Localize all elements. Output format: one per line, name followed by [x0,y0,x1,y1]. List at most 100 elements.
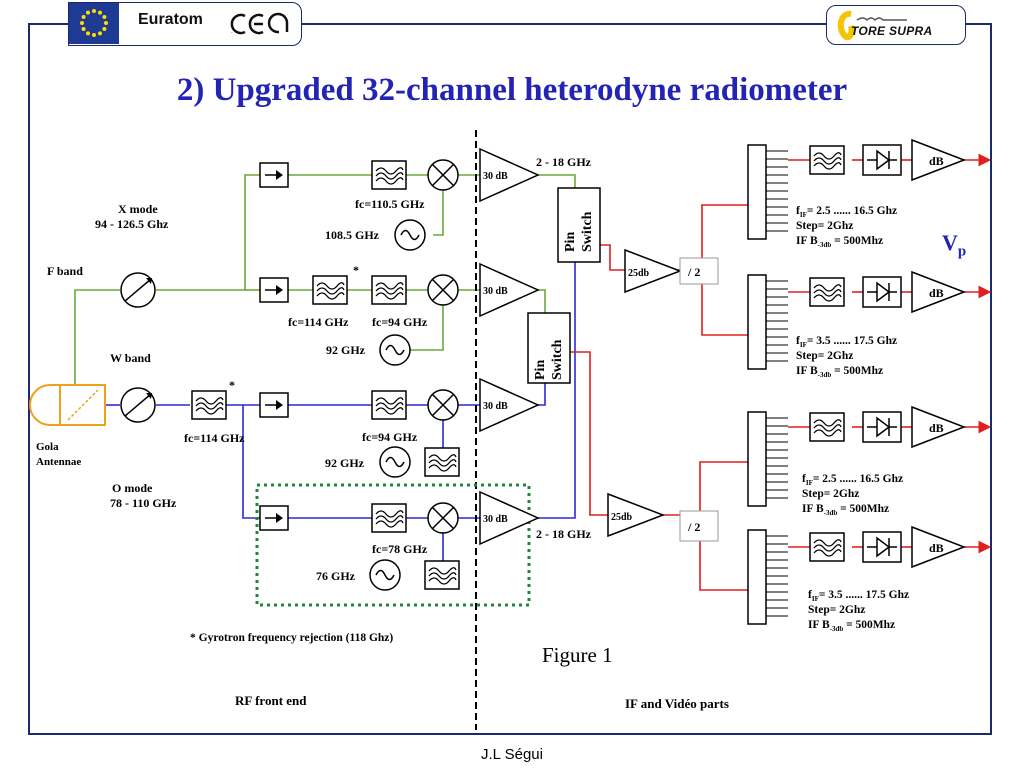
frame-bottom-line [28,733,992,735]
fc-78-label: fc=78 GHz [372,542,428,556]
lo-108-5-label: 108.5 GHz [325,228,380,242]
oscillator-icon [369,559,401,591]
header-logos-left: Euratom cea [68,2,302,46]
eu-flag-icon [69,3,119,44]
diode-detector-icon [862,411,902,443]
filter-icon [809,145,845,175]
fc-114-bottom-label: fc=114 GHz [184,431,245,445]
asterisk-bottom: * [229,378,235,392]
divider-bottom: / 2 [679,510,719,542]
if-bandwidth-label: IF B-3db = 500Mhz [808,619,895,633]
fc-94-bottom-label: fc=94 GHz [362,430,418,444]
footer-author: J.L Ségui [481,746,543,763]
frame-right-line [990,23,992,734]
vp-label: Vp [942,230,967,260]
figure-caption: Figure 1 [542,643,613,667]
isolator-icon [259,505,289,531]
cea-logo-icon: cea [230,12,289,35]
attenuator-icon [120,387,156,423]
lo-92-top-label: 92 GHz [326,343,366,357]
diode-detector-icon [862,531,902,563]
oscillator-icon [394,219,426,251]
gola-antenna-label: Gola [36,441,59,453]
filter-icon [371,503,407,533]
divider-top: / 2 [679,257,719,285]
filter-icon [809,412,845,442]
asterisk-top: * [353,263,359,277]
svg-text:/ 2: / 2 [687,520,700,534]
green-signal-paths [74,174,576,385]
tore-supra-label: TORE SUPRA [851,24,933,38]
slide-title: 2) Upgraded 32-channel heterodyne radiom… [176,72,848,108]
pin-switch-top: Pin Switch [557,187,601,263]
filter-icon [424,560,460,590]
amp-30db-label: 30 dB [483,401,508,412]
db-label: dB [929,154,944,168]
amp-30db-label: 30 dB [483,514,508,525]
frame-left-line [28,23,30,734]
band-2-18-top-label: 2 - 18 GHz [536,155,592,169]
gola-antenna-icon [29,384,106,426]
if-step-label: Step= 2Ghz [808,604,865,616]
band-2-18-bottom-label: 2 - 18 GHz [536,527,592,541]
filter-icon [312,275,348,305]
frame-top-left-line [28,23,68,25]
red-signal-paths [570,153,992,591]
svg-text:Switch: Switch [580,211,595,252]
frame-top-middle-line [302,23,826,25]
mixer-icon [427,159,459,191]
upgrade-highlight-box [255,483,531,607]
amp-30db-label: 30 dB [483,171,508,182]
isolator-icon [259,392,289,418]
filter-icon [371,275,407,305]
mixer-icon [427,502,459,534]
svg-text:25db: 25db [611,512,633,523]
if-bandwidth-label: IF B-3db = 500Mhz [802,503,889,517]
amplifier-25db-bottom: 25db [607,492,666,538]
svg-text:25db: 25db [628,268,650,279]
header-logo-right: TORE SUPRA [826,5,966,45]
filter-icon [809,277,845,307]
filter-bank-icon [747,529,789,625]
f-band-label: F band [47,264,83,278]
isolator-icon [259,162,289,188]
lo-76-label: 76 GHz [316,569,356,583]
if-frequency-label: fIF= 3.5 ...... 17.5 Ghz [808,589,909,603]
if-video-label: IF and Vidéo parts [625,696,729,711]
fc-94-top-label: fc=94 GHz [372,315,428,329]
mixer-icon [427,389,459,421]
if-step-label: Step= 2Ghz [796,350,853,362]
gola-antenna-label: Antennae [36,456,81,468]
tore-supra-logo-icon [837,10,855,41]
oscillator-icon [379,334,411,366]
w-band-label: W band [110,351,151,365]
filter-icon [191,390,227,420]
gyrotron-note: * Gyrotron frequency rejection (118 Ghz) [190,632,393,644]
diode-detector-icon [862,276,902,308]
if-frequency-label: fIF= 2.5 ...... 16.5 Ghz [796,205,897,219]
filter-icon [371,390,407,420]
x-mode-label: X mode [118,202,158,216]
amp-30db-label: 30 dB [483,286,508,297]
svg-text:Switch: Switch [550,339,565,380]
diode-detector-icon [862,144,902,176]
filter-icon [809,532,845,562]
x-mode-range-label: 94 - 126.5 Ghz [95,217,169,231]
db-label: dB [929,286,944,300]
filter-bank-icon [747,274,789,370]
svg-text:Pin: Pin [533,360,548,380]
fc-110-5-label: fc=110.5 GHz [355,197,425,211]
if-frequency-label: fIF= 3.5 ...... 17.5 Ghz [796,335,897,349]
pin-switch-bottom: Pin Switch [527,312,571,384]
if-frequency-label: fIF= 2.5 ...... 16.5 Ghz [802,473,903,487]
cea-logo-text: cea [231,32,233,34]
frame-top-right-line [966,23,992,25]
if-bandwidth-label: IF B-3db = 500Mhz [796,365,883,379]
db-label: dB [929,421,944,435]
oscillator-icon [379,446,411,478]
fc-114-top-label: fc=114 GHz [288,315,349,329]
filter-bank-icon [747,411,789,507]
lo-92-bottom-label: 92 GHz [325,456,365,470]
isolator-icon [259,277,289,303]
